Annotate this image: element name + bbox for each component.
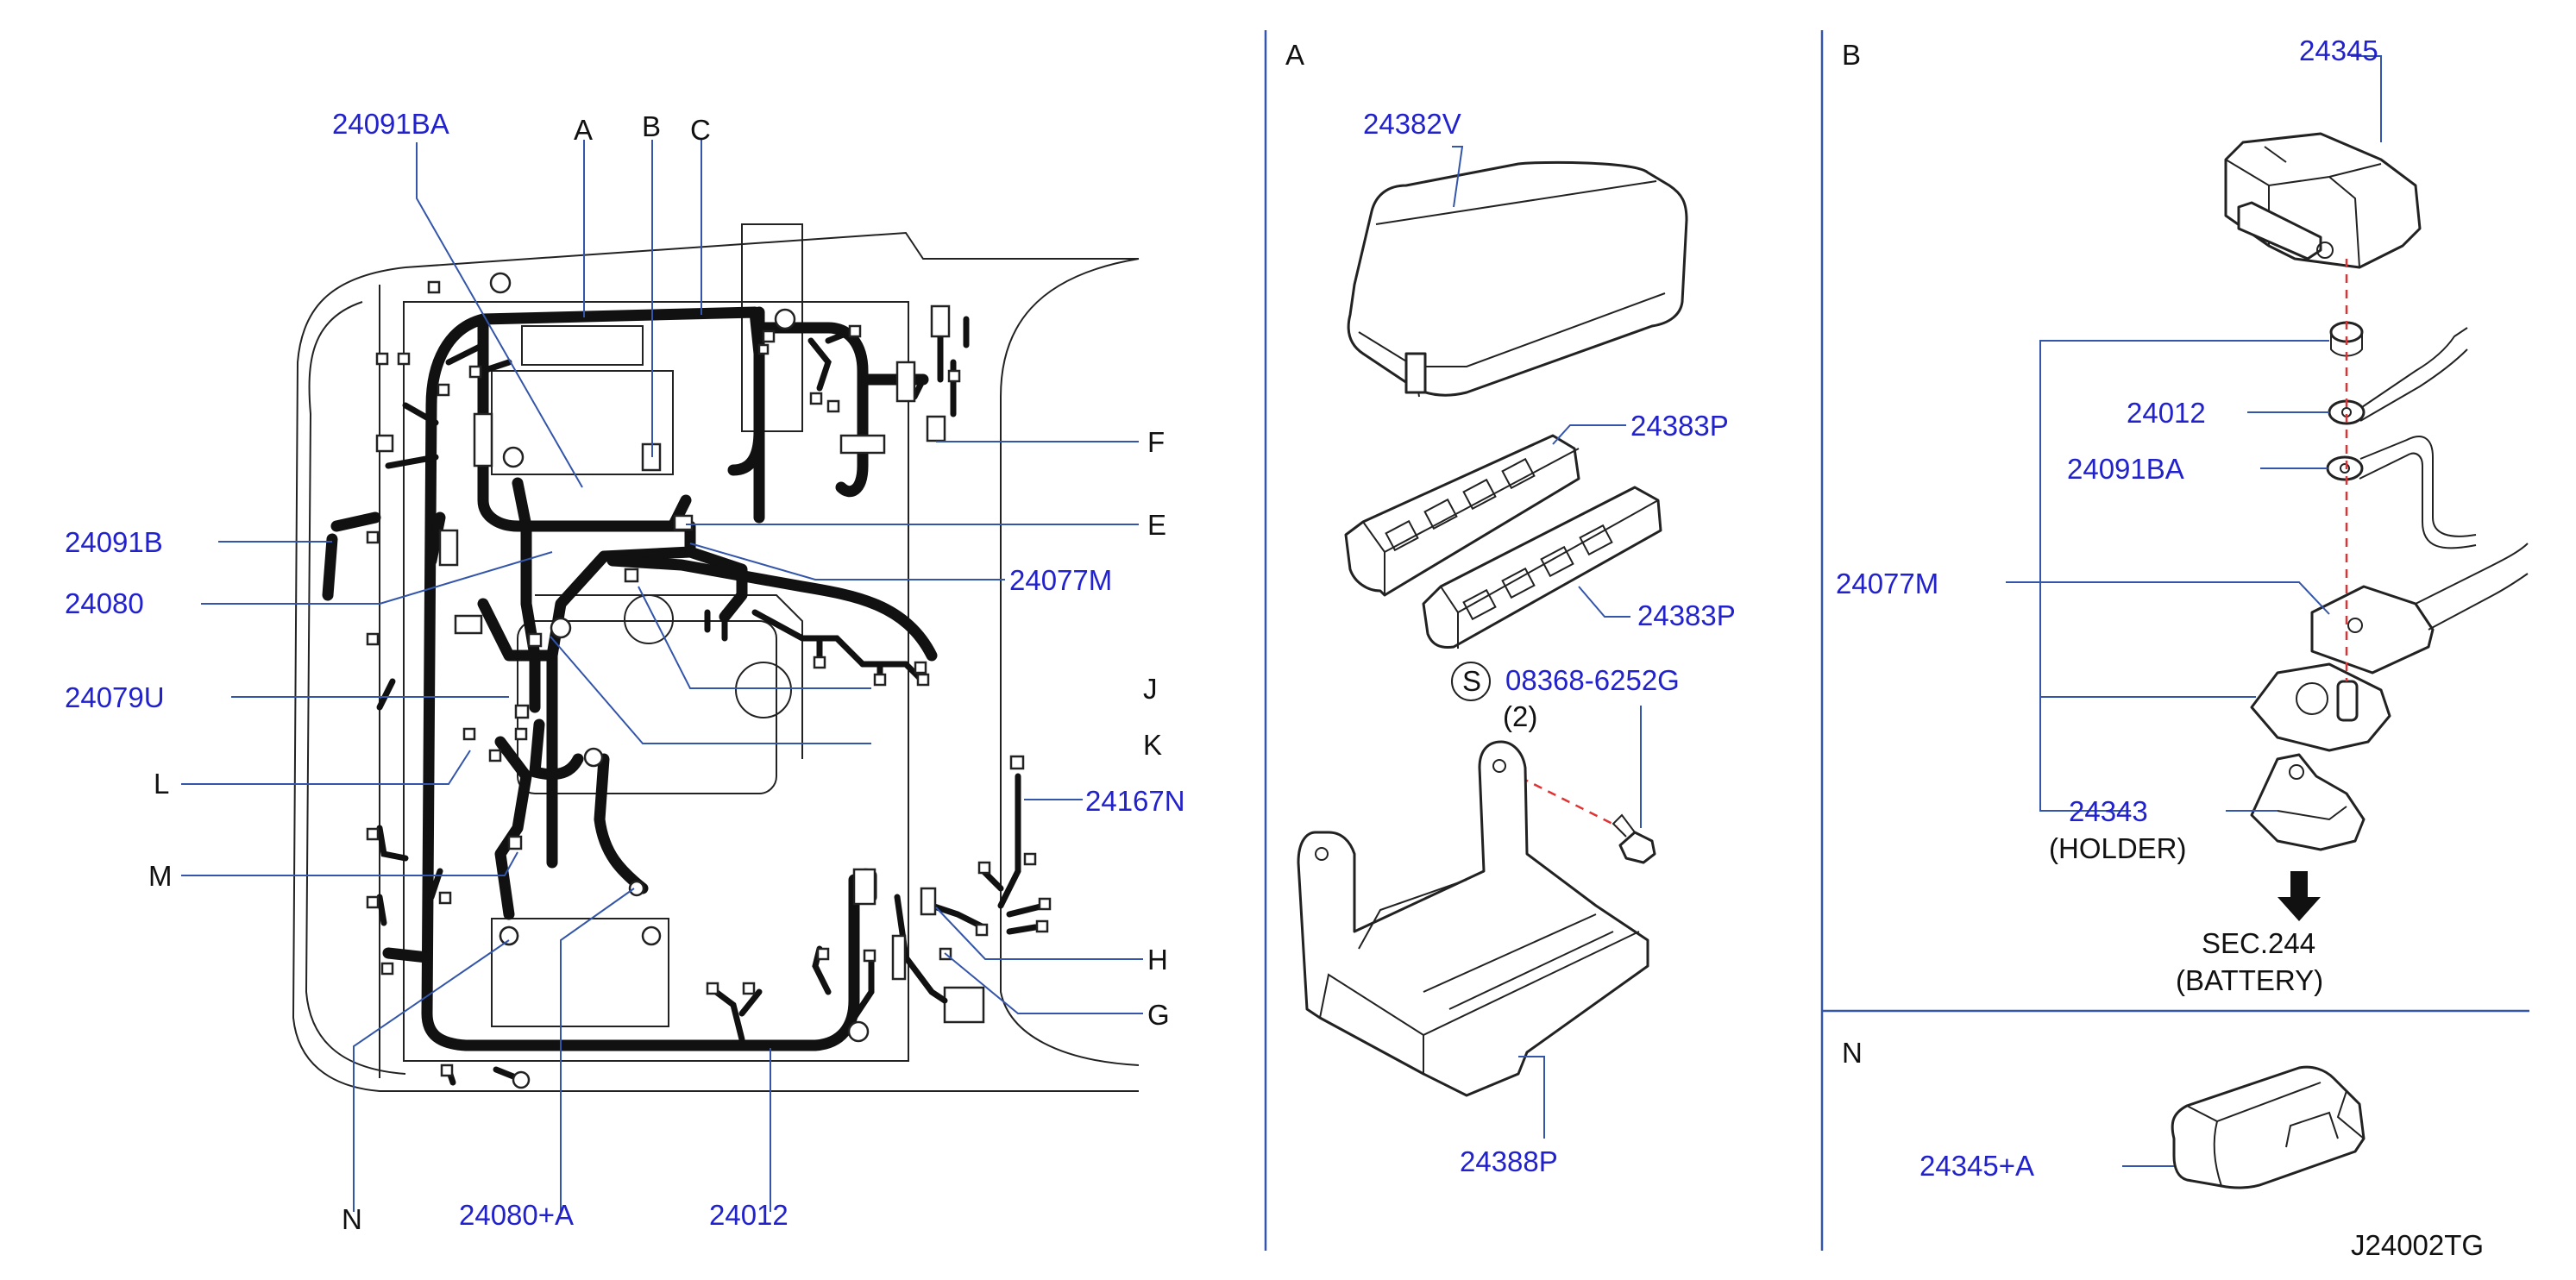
- label-24077M-main: 24077M: [1009, 564, 1112, 596]
- detail-a-illustration: [1297, 160, 1688, 1097]
- callout-h: H: [1147, 944, 1168, 976]
- callout-f: F: [1147, 426, 1165, 458]
- callout-a: A: [574, 114, 593, 146]
- detail-b-labels: B 24345 24012 24091BA 24077M 24343 (HOLD…: [1836, 35, 2378, 996]
- label-24091BA-detail: 24091BA: [2067, 453, 2184, 485]
- label-24345A: 24345+A: [1919, 1150, 2034, 1182]
- label-24012-main: 24012: [709, 1199, 789, 1231]
- label-24012-detail: 24012: [2127, 397, 2206, 429]
- callout-j: J: [1143, 673, 1158, 705]
- panel-dividers: [1264, 30, 2529, 1251]
- section-a-heading: A: [1285, 39, 1304, 71]
- label-bolt-quantity: (2): [1503, 700, 1537, 732]
- section-n-heading: N: [1842, 1037, 1863, 1069]
- label-24345: 24345: [2299, 35, 2378, 66]
- detail-n-illustration: [2171, 1065, 2366, 1189]
- label-bolt-08368-6252G: 08368-6252G: [1505, 664, 1680, 696]
- detail-a-leader-lines: [1452, 146, 1630, 1139]
- main-labels: 24091BA A B C F E 24077M 24091B 24080 24…: [65, 108, 1185, 1235]
- label-24091B: 24091B: [65, 526, 163, 558]
- detail-n-labels: N 24345+A: [1842, 1037, 2034, 1182]
- label-sec-244: SEC.244: [2202, 927, 2315, 959]
- detail-b-leader-lines: [2006, 55, 2382, 812]
- label-24388P: 24388P: [1460, 1145, 1558, 1177]
- section-b-heading: B: [1842, 39, 1861, 71]
- callout-n: N: [342, 1203, 362, 1235]
- label-24091BA-main: 24091BA: [332, 108, 449, 140]
- detail-b-illustration: [2224, 132, 2529, 921]
- label-24079U: 24079U: [65, 681, 165, 713]
- label-24383P-bottom: 24383P: [1637, 599, 1736, 631]
- label-24343: 24343: [2069, 795, 2148, 827]
- callout-k: K: [1143, 729, 1162, 761]
- diagram-code: J24002TG: [2351, 1229, 2484, 1261]
- label-24080A: 24080+A: [459, 1199, 574, 1231]
- label-holder: (HOLDER): [2049, 832, 2187, 864]
- callout-m: M: [148, 860, 173, 892]
- callout-e: E: [1147, 509, 1166, 541]
- label-battery: (BATTERY): [2176, 964, 2323, 996]
- detail-a-labels: A 24382V 24383P 24383P S 08368-6252G (2)…: [1285, 39, 1736, 1177]
- main-leader-lines: [181, 140, 1143, 1212]
- label-24167N: 24167N: [1085, 785, 1185, 817]
- callout-l: L: [154, 768, 169, 800]
- callout-g: G: [1147, 999, 1170, 1031]
- callout-b: B: [642, 110, 661, 142]
- label-24383P-top: 24383P: [1630, 410, 1729, 442]
- s-symbol: S: [1462, 665, 1481, 697]
- label-24080: 24080: [65, 587, 144, 619]
- wiring-harness: [322, 272, 1052, 1089]
- label-24382V: 24382V: [1363, 108, 1461, 140]
- label-24077M-detail: 24077M: [1836, 568, 1938, 599]
- callout-c: C: [690, 114, 711, 146]
